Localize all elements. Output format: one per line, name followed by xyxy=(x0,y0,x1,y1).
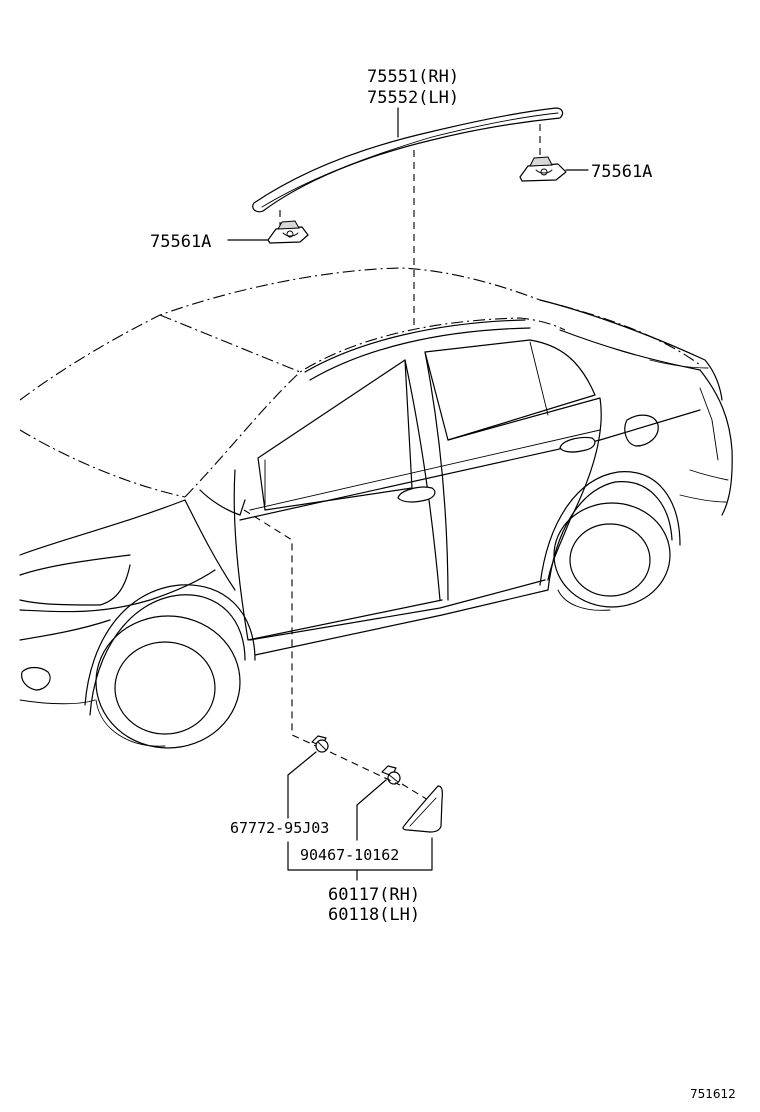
car-body xyxy=(19,267,733,749)
label-clip-left: 75561A xyxy=(150,232,211,252)
diagram-reference-number: 751612 xyxy=(690,1087,736,1101)
label-cover-rh: 60117(RH) xyxy=(328,885,420,905)
label-roof-molding-lh: 75552(LH) xyxy=(367,88,459,108)
label-clip-nut: 90467-10162 xyxy=(300,846,399,864)
clip-left-part xyxy=(267,210,309,244)
dashline-screw xyxy=(329,751,401,786)
roof-drip-molding xyxy=(252,107,564,213)
screw-clip-part xyxy=(311,735,329,753)
push-clip-part xyxy=(381,765,401,785)
label-roof-molding-rh: 75551(RH) xyxy=(367,67,459,87)
dashline-clip xyxy=(401,783,429,801)
label-clip-screw: 67772-95J03 xyxy=(230,819,329,837)
label-clip-right: 75561A xyxy=(591,162,652,182)
dashline-pillar-to-cover xyxy=(243,509,326,751)
leaders-lower xyxy=(287,751,433,881)
pillar-cover-part xyxy=(402,785,443,833)
clip-right-part xyxy=(519,124,567,182)
label-cover-lh: 60118(LH) xyxy=(328,905,420,925)
